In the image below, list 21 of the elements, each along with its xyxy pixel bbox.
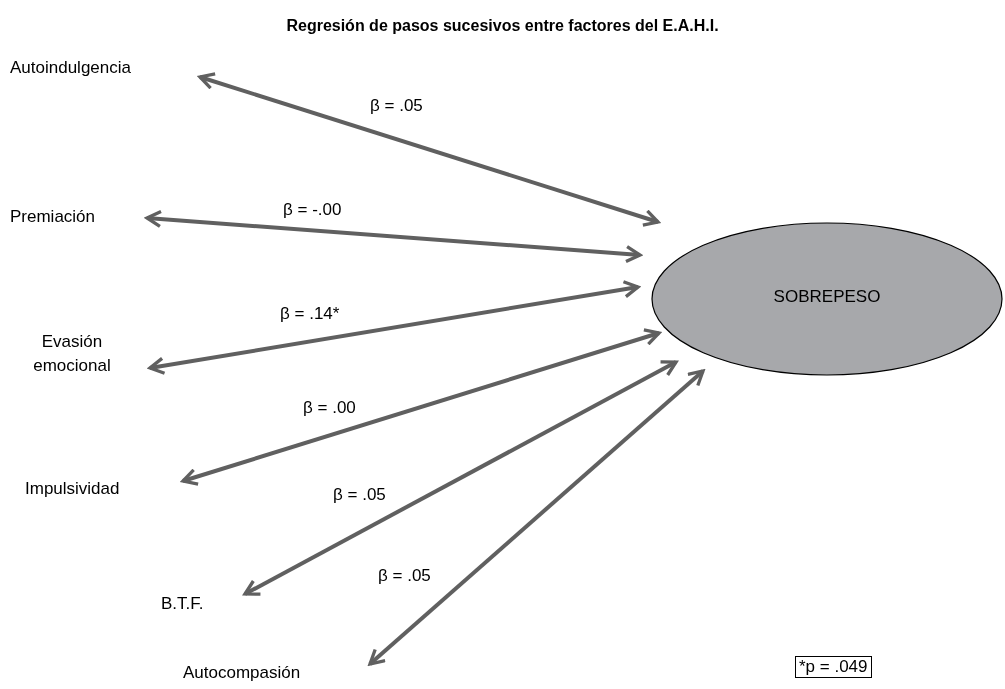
edge-label: β = -.00: [283, 200, 342, 220]
double-arrow: [198, 72, 660, 227]
outcome-ellipse: SOBREPESO: [651, 222, 1003, 376]
factor-label: Impulsividad: [25, 477, 159, 501]
double-arrow: [181, 328, 661, 486]
significance-note: *p = .049: [795, 656, 872, 678]
factor-label: B.T.F.: [161, 592, 225, 616]
factor-label: Premiación: [10, 205, 132, 229]
diagram-title: Regresión de pasos sucesivos entre factores del E.A.H.I.: [286, 17, 719, 35]
double-arrow: [148, 280, 640, 375]
edge-label: β = .05: [378, 566, 431, 586]
double-arrow: [243, 360, 678, 596]
edge-label: β = .05: [370, 96, 423, 116]
edge-label: β = .00: [303, 398, 356, 418]
factor-label: Autoindulgencia: [10, 56, 182, 80]
factor-label: Evasión emocional: [12, 330, 132, 378]
edge-label: β = .05: [333, 485, 386, 505]
double-arrow: [368, 369, 705, 666]
factor-label: Autocompasión: [183, 661, 349, 685]
edge-label: β = .14*: [280, 304, 340, 324]
double-arrow: [145, 209, 642, 264]
